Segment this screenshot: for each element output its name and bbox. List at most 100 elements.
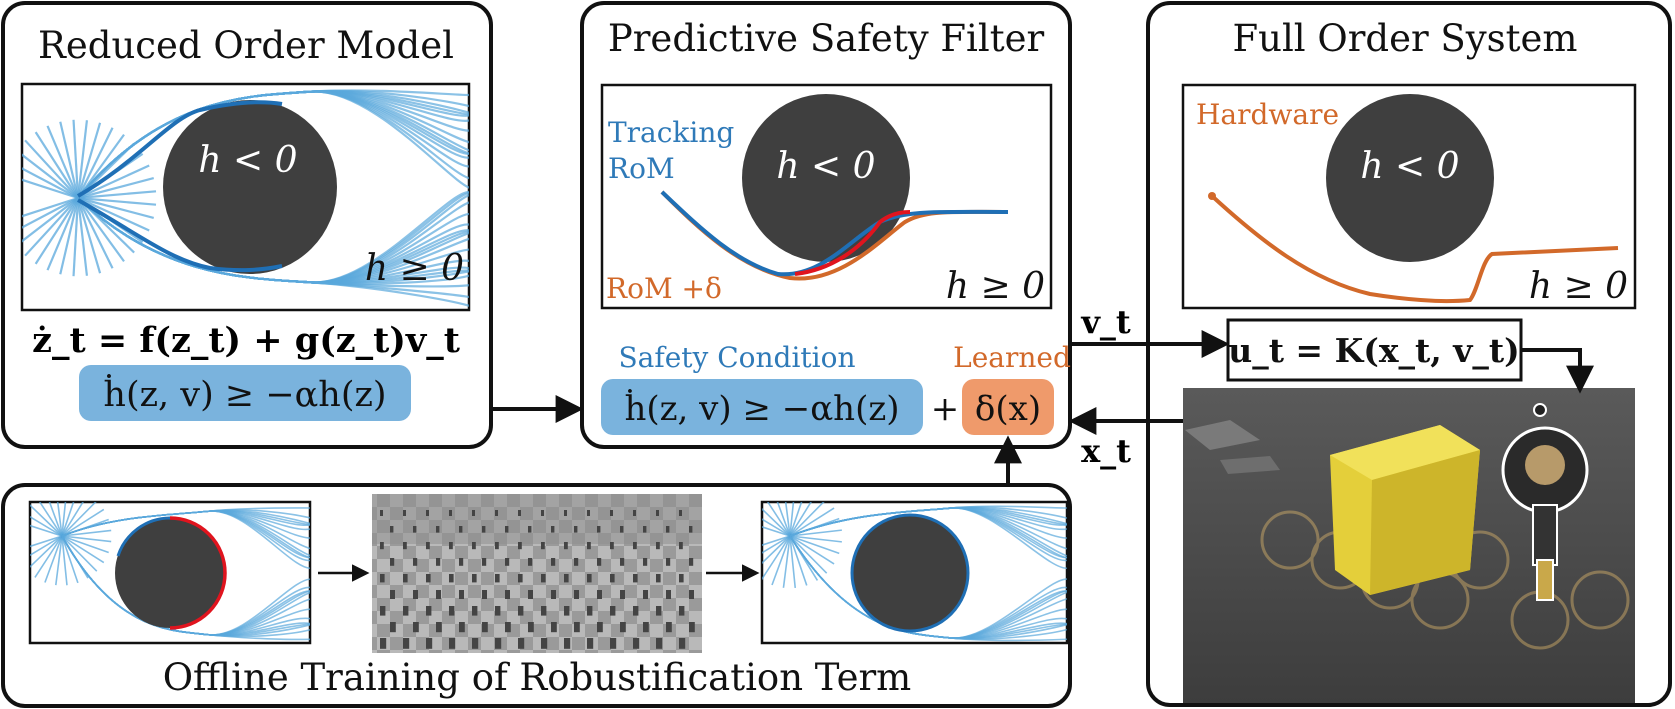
trajectory-line [77, 190, 157, 200]
sim-robot [679, 510, 682, 516]
trajectory-line [789, 502, 803, 537]
sim-robot [574, 622, 580, 633]
trajectory-line [789, 535, 797, 589]
sim-robot [633, 542, 637, 550]
sim-robot [459, 558, 464, 566]
psf-panel: Predictive Safety Filter h < 0 Tracking … [580, 1, 1072, 449]
trajectory-line [59, 197, 80, 275]
sim-robot [413, 590, 418, 599]
trajectory-line [46, 197, 80, 271]
trajectory-line [61, 535, 310, 641]
sim-robot [472, 638, 479, 649]
sim-robot [436, 526, 440, 533]
sim-robot [564, 574, 569, 583]
sim-robot [551, 622, 557, 633]
trajectory-line [789, 502, 825, 537]
sim-robot [495, 574, 500, 583]
sim-robot [495, 542, 499, 550]
trajectory-line [34, 197, 79, 265]
fos-safe-label: h ≥ 0 [1529, 266, 1628, 307]
trajectory-line [48, 502, 63, 537]
offline-title: Offline Training of Robustification Term [163, 656, 912, 699]
sim-robot [689, 622, 695, 633]
sim-robot [541, 638, 548, 649]
trajectory-line [789, 507, 835, 537]
trajectory-line [77, 177, 155, 200]
trajectory-line [30, 535, 63, 568]
sim-robot [610, 510, 613, 516]
sim-robot [482, 590, 487, 599]
sim-robot [551, 558, 556, 566]
trajectory-line [61, 502, 97, 537]
sim-robot [426, 606, 432, 616]
sim-robot [380, 606, 386, 616]
sim-robot [597, 590, 602, 599]
trajectory-line [55, 535, 63, 586]
sim-robot [390, 526, 394, 533]
trajectory-line [61, 502, 67, 537]
sim-robot [689, 558, 694, 566]
trajectory-line [789, 535, 808, 586]
psf-condition: ḣ(z, v) ≥ −αh(z) [624, 389, 899, 429]
trajectory-line [77, 127, 114, 199]
trajectory-line [34, 131, 79, 199]
rom-panel-frame [1, 1, 493, 449]
trajectory-line [77, 197, 125, 262]
trajectory-line [77, 196, 157, 206]
trajectory-line [30, 535, 63, 548]
x-signal-label: x_t [1081, 432, 1131, 470]
offline-before-safe-arc [116, 516, 171, 557]
sim-robot [587, 638, 594, 649]
trajectory-line [46, 125, 80, 199]
sim-robot [656, 606, 662, 616]
sim-robot [666, 622, 672, 633]
sim-robot [518, 638, 525, 649]
sim-robot [541, 542, 545, 550]
sim-robot [666, 526, 670, 533]
sim-robot [495, 638, 502, 649]
fos-controller-box [1226, 318, 1523, 382]
trajectory-line [22, 178, 79, 200]
sim-robot [620, 590, 625, 599]
trajectory-line [789, 507, 1067, 569]
offline-before-obstacle [115, 518, 225, 628]
psf-legend-rom: RoM [608, 152, 675, 185]
sim-robot [610, 574, 615, 583]
sim-robot [380, 638, 387, 649]
sim-robot [574, 526, 578, 533]
sim-robot [449, 510, 452, 516]
sim-robot [633, 606, 639, 616]
rom-unsafe-label: h < 0 [198, 140, 297, 181]
trajectory-line [789, 535, 1067, 642]
rom-obstacle [163, 100, 337, 274]
psf-legend-tracking: Tracking [608, 116, 734, 149]
sim-robot [413, 526, 417, 533]
trajectory-line [776, 502, 791, 537]
rom-boundary-top [76, 100, 283, 198]
trajectory-line [766, 502, 791, 537]
sim-robot [656, 574, 661, 583]
trajectory-line [762, 507, 791, 537]
trajectory-line [789, 535, 840, 555]
trajectory-line [782, 535, 791, 588]
sim-robot [656, 542, 660, 550]
v-signal-label: v_t [1080, 303, 1131, 341]
sim-robot [610, 606, 616, 616]
trajectory-line [61, 535, 98, 572]
sim-robot [574, 558, 579, 566]
sim-robot [505, 526, 509, 533]
trajectory-line [77, 196, 150, 232]
sim-robot [426, 638, 433, 649]
trajectory-line [77, 164, 150, 200]
sim-robot [597, 526, 601, 533]
sim-robot [380, 542, 384, 550]
sim-robot [436, 590, 441, 599]
psf-learned-label: Learned [953, 341, 1071, 374]
offline-after-obstacle [850, 513, 970, 633]
sim-robot [426, 510, 429, 516]
sim-robot [633, 638, 640, 649]
psf-obstacle [742, 94, 910, 262]
offline-panel: Offline Training of Robustification Term [1, 483, 1072, 708]
trajectory-line [789, 502, 812, 537]
sim-robot [528, 590, 533, 599]
